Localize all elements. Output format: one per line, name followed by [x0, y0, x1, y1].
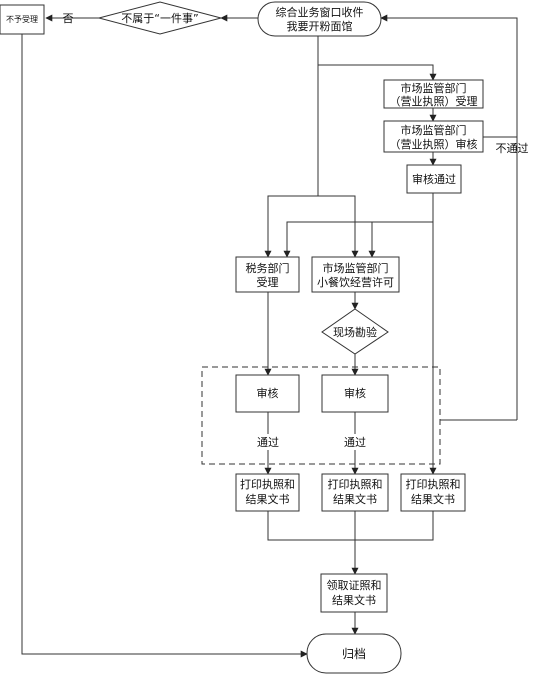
print-right-label-2: 结果文书: [411, 492, 455, 506]
market-review-label-2: （营业执照）审核: [390, 137, 478, 151]
print-mid-node: [321, 473, 389, 512]
print-right-node: [400, 473, 466, 512]
print-left-node: [235, 473, 300, 512]
start-label-1: 综合业务窗口收件: [276, 5, 364, 19]
print-left-label-1: 打印执照和: [240, 477, 295, 491]
edge-label-pass-mid: 通过: [344, 436, 366, 449]
audit-left-node: [235, 374, 300, 413]
reject-node: [0, 4, 45, 35]
print-right-label-1: 打印执照和: [406, 477, 461, 491]
start-node: [257, 1, 382, 37]
edge-review-fail-loop: [380, 14, 518, 138]
audit-mid-label: 审核: [344, 386, 366, 400]
archive-label: 归档: [342, 647, 366, 661]
decision-label: 不属于“一件事”: [121, 12, 198, 25]
edge-start-to-food: [318, 195, 359, 258]
edge-reject-to-archive: [21, 34, 308, 658]
review-pass-node: [406, 164, 462, 194]
audit-region-dashed: [201, 366, 441, 465]
pass-left-bg: [254, 434, 284, 450]
food-permit-label-1: 市场监管部门: [323, 261, 389, 275]
market-accept-label-2: （营业执照）受理: [390, 94, 478, 108]
edge-start-to-market-accept: [317, 36, 437, 81]
tax-label-1: 税务部门: [246, 261, 290, 275]
collect-label-1: 领取证照和: [327, 579, 382, 592]
edge-start-to-tax: [264, 65, 319, 258]
edge-print-left-merge: [267, 511, 434, 541]
market-accept-label-1: 市场监管部门: [401, 81, 467, 95]
tax-node: [235, 256, 300, 293]
site-inspection-label: 现场勘验: [333, 325, 377, 339]
audit-mid-node: [321, 374, 389, 413]
food-permit-label-2: 小餐饮经营许可: [317, 275, 394, 289]
market-review-label-1: 市场监管部门: [401, 123, 467, 137]
market-accept-node: [383, 79, 484, 109]
site-inspection-node: [321, 308, 389, 355]
food-permit-node: [311, 256, 400, 293]
review-pass-label: 审核通过: [412, 172, 456, 186]
edge-label-fail: 不通过: [496, 142, 529, 155]
pass-mid-bg: [341, 434, 371, 450]
print-mid-label-2: 结果文书: [333, 492, 377, 506]
tax-label-2: 受理: [257, 276, 279, 289]
edge-label-pass-left: 通过: [257, 436, 279, 449]
reject-label: 不予受理: [6, 14, 38, 24]
decision-not-one-thing: [97, 1, 223, 35]
edge-pass-to-branch: [283, 193, 434, 258]
archive-node: [306, 633, 402, 674]
print-left-label-2: 结果文书: [246, 492, 290, 506]
start-label-2: 我要开粉面馆: [287, 19, 353, 33]
audit-left-label: 审核: [257, 386, 279, 400]
collect-node: [320, 573, 388, 613]
collect-label-2: 结果文书: [332, 593, 376, 607]
edge-label-no: 否: [63, 12, 74, 25]
market-review-node: [383, 120, 484, 153]
print-mid-label-1: 打印执照和: [328, 477, 383, 491]
